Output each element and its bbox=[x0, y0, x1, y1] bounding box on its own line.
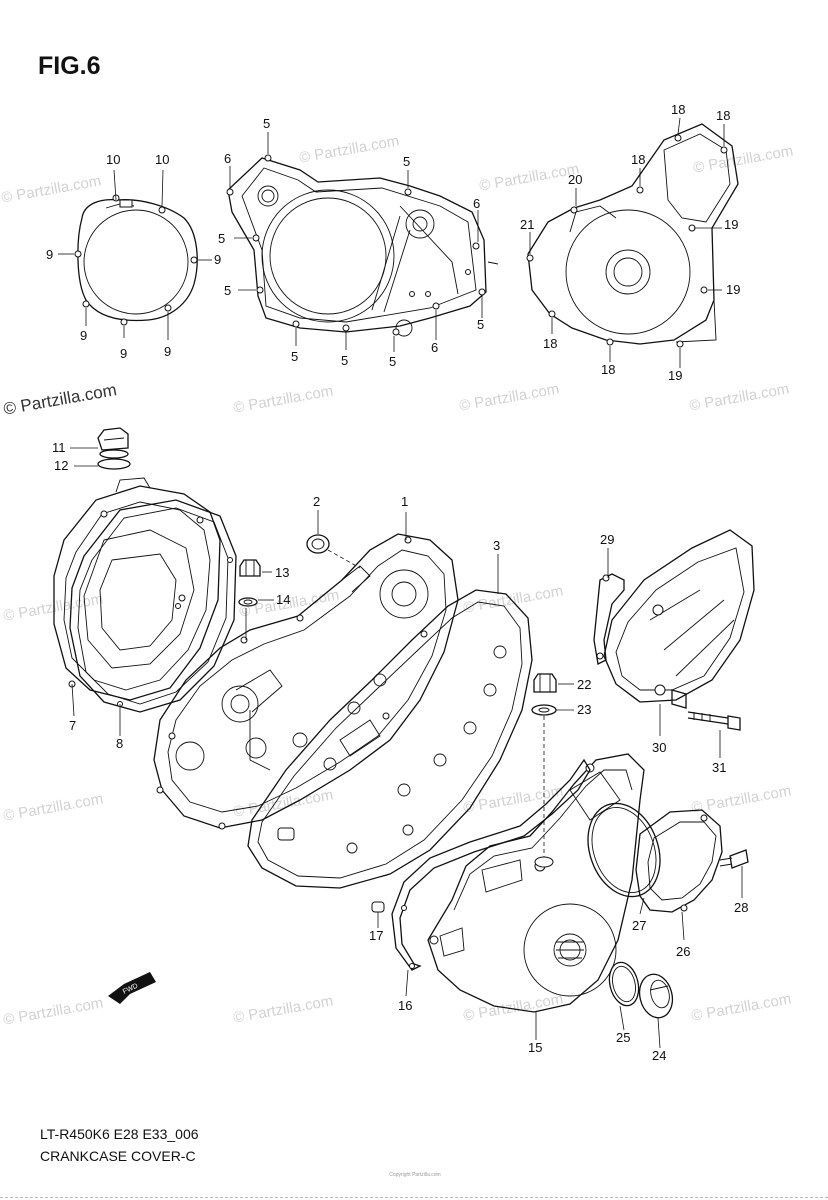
callout-20: 20 bbox=[568, 172, 582, 187]
callout-24: 24 bbox=[652, 1048, 666, 1063]
leader-lines bbox=[58, 117, 743, 1049]
callout-5: 5 bbox=[341, 353, 348, 368]
magneto-cover-gasket bbox=[391, 758, 591, 971]
callout-19: 19 bbox=[724, 217, 738, 232]
drain-plug bbox=[531, 673, 557, 860]
callout-3: 3 bbox=[493, 538, 500, 553]
callout-21: 21 bbox=[520, 217, 534, 232]
callout-5: 5 bbox=[291, 349, 298, 364]
callout-11: 11 bbox=[52, 440, 66, 455]
cap-bolt bbox=[719, 849, 749, 869]
crankcase-cover-gasket bbox=[247, 589, 533, 889]
dowel-pin bbox=[371, 901, 385, 913]
callout-18: 18 bbox=[601, 362, 615, 377]
callout-6: 6 bbox=[473, 196, 480, 211]
callout-17: 17 bbox=[369, 928, 383, 943]
inspection-ring bbox=[587, 802, 661, 898]
callout-30: 30 bbox=[652, 740, 666, 755]
oil-filler-cap bbox=[97, 427, 131, 470]
callout-9: 9 bbox=[164, 344, 171, 359]
callout-10: 10 bbox=[155, 152, 169, 167]
callout-18: 18 bbox=[543, 336, 557, 351]
crankcase-cover-small-view bbox=[226, 154, 499, 337]
callout-18: 18 bbox=[671, 102, 685, 117]
callout-6: 6 bbox=[224, 151, 231, 166]
callout-23: 23 bbox=[577, 702, 591, 717]
sprocket-cover-gasket bbox=[593, 573, 625, 665]
callout-2: 2 bbox=[313, 494, 320, 509]
figure-title: FIG.6 bbox=[38, 52, 101, 80]
generator-cover-cap bbox=[635, 809, 723, 913]
callout-18: 18 bbox=[631, 152, 645, 167]
copyright-note: Copyright Partzilla.com bbox=[389, 1172, 441, 1178]
callout-9: 9 bbox=[46, 247, 53, 262]
callout-1: 1 bbox=[401, 494, 408, 509]
page-bottom-border bbox=[0, 1197, 828, 1198]
crankcase-cover bbox=[153, 533, 459, 841]
clutch-cover bbox=[53, 477, 221, 701]
callout-25: 25 bbox=[616, 1030, 630, 1045]
diagram-caption: CRANKCASE COVER-C bbox=[40, 1148, 196, 1164]
callout-5: 5 bbox=[263, 116, 270, 131]
callout-29: 29 bbox=[600, 532, 614, 547]
model-code: LT-R450K6 E28 E33_006 bbox=[40, 1126, 199, 1142]
callout-28: 28 bbox=[734, 900, 748, 915]
sprocket-cover-bolt bbox=[671, 689, 741, 731]
callout-5: 5 bbox=[224, 283, 231, 298]
callout-5: 5 bbox=[403, 154, 410, 169]
forward-arrow-icon: FWD bbox=[108, 972, 156, 1004]
callout-13: 13 bbox=[275, 565, 289, 580]
clutch-cover-small-view bbox=[74, 194, 198, 326]
callout-19: 19 bbox=[726, 282, 740, 297]
callout-16: 16 bbox=[398, 998, 412, 1013]
callout-12: 12 bbox=[54, 458, 68, 473]
callout-9: 9 bbox=[214, 252, 221, 267]
plug-o-ring bbox=[608, 961, 640, 1007]
oil-seal bbox=[306, 534, 361, 569]
callout-numbers: 10 10 9 9 9 9 9 5 6 5 6 5 5 5 5 5 6 5 18… bbox=[46, 102, 748, 1063]
callout-22: 22 bbox=[577, 677, 591, 692]
callout-19: 19 bbox=[668, 368, 682, 383]
callout-27: 27 bbox=[632, 918, 646, 933]
callout-18: 18 bbox=[716, 108, 730, 123]
magneto-cover-small-view bbox=[526, 123, 739, 348]
sprocket-cover bbox=[603, 529, 755, 703]
callout-6: 6 bbox=[431, 340, 438, 355]
callout-7: 7 bbox=[69, 718, 76, 733]
callout-15: 15 bbox=[528, 1040, 542, 1055]
clutch-cover-gasket bbox=[69, 499, 237, 713]
callout-14: 14 bbox=[276, 592, 290, 607]
callout-5: 5 bbox=[389, 354, 396, 369]
callout-8: 8 bbox=[116, 736, 123, 751]
callout-10: 10 bbox=[106, 152, 120, 167]
callout-5: 5 bbox=[477, 317, 484, 332]
generator-plug bbox=[638, 973, 674, 1019]
callout-31: 31 bbox=[712, 760, 726, 775]
callout-9: 9 bbox=[80, 328, 87, 343]
callout-9: 9 bbox=[120, 346, 127, 361]
bolt-and-washer bbox=[238, 559, 261, 607]
callout-5: 5 bbox=[218, 231, 225, 246]
magneto-cover bbox=[427, 753, 645, 1013]
callout-26: 26 bbox=[676, 944, 690, 959]
